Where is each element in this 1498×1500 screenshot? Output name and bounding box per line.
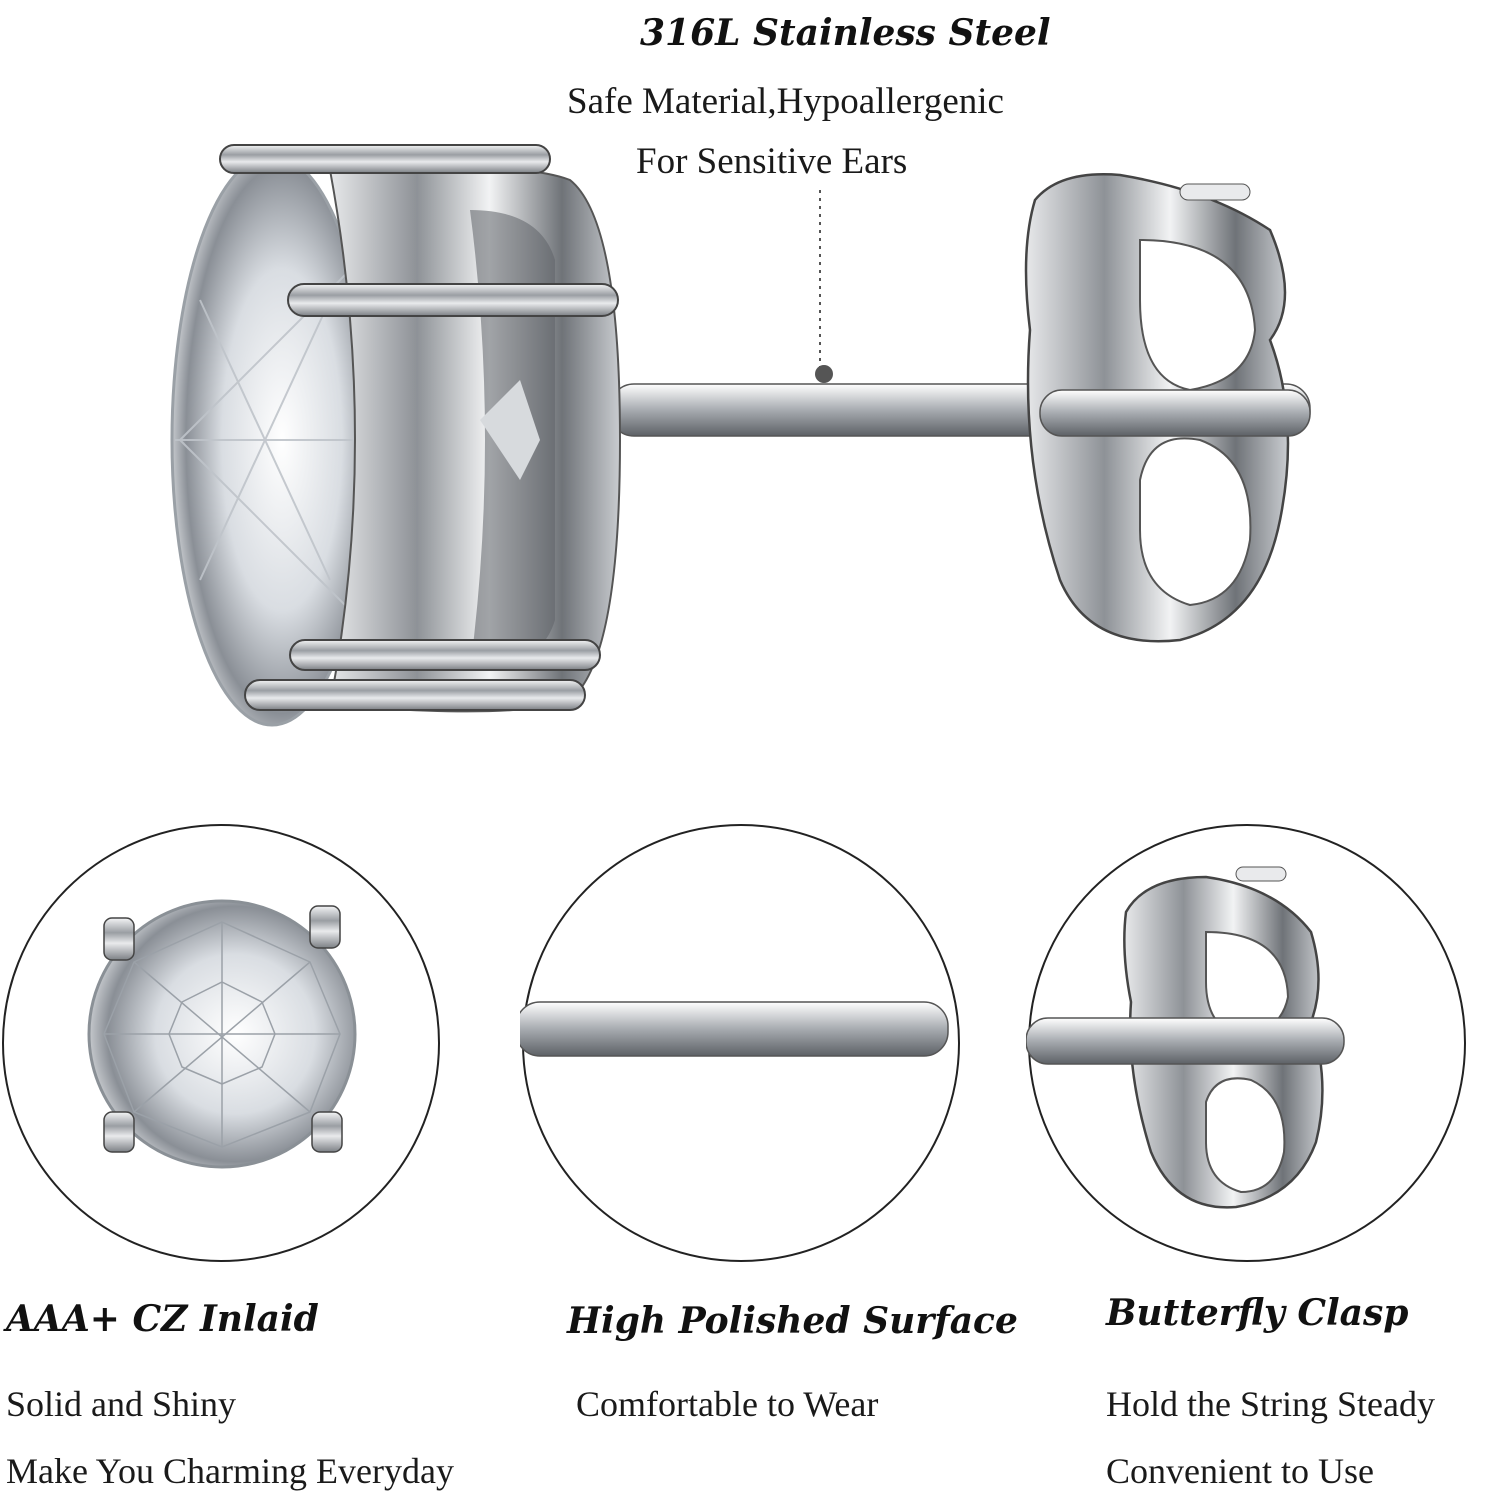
material-line-2: For Sensitive Ears xyxy=(636,141,908,182)
material-line-1: Safe Material,Hypoallergenic xyxy=(567,81,1004,122)
gem-top-view xyxy=(87,899,357,1169)
feature-1-line-2: Make You Charming Everyday xyxy=(6,1451,454,1491)
feature-2-line-1: Comfortable to Wear xyxy=(576,1384,879,1424)
polished-post-circle xyxy=(520,824,960,1262)
feature-3-line-2: Convenient to Use xyxy=(1106,1451,1374,1491)
prongs xyxy=(219,144,619,711)
feature-2-title: High Polished Surface xyxy=(567,1300,1018,1342)
setting-cup xyxy=(328,165,622,713)
butterfly-clasp-circle xyxy=(1026,824,1466,1262)
feature-3-line-1: Hold the String Steady xyxy=(1106,1384,1435,1424)
feature-3-title: Butterfly Clasp xyxy=(1106,1292,1409,1334)
butterfly-clasp xyxy=(1024,173,1311,643)
feature-1-title: AAA+ CZ Inlaid xyxy=(6,1298,319,1340)
gem-closeup-circle xyxy=(2,824,440,1262)
earring-hero-illustration xyxy=(170,144,1311,727)
leader-line xyxy=(815,190,833,383)
material-title: 316L Stainless Steel xyxy=(640,12,1051,54)
feature-1-line-1: Solid and Shiny xyxy=(6,1384,237,1424)
